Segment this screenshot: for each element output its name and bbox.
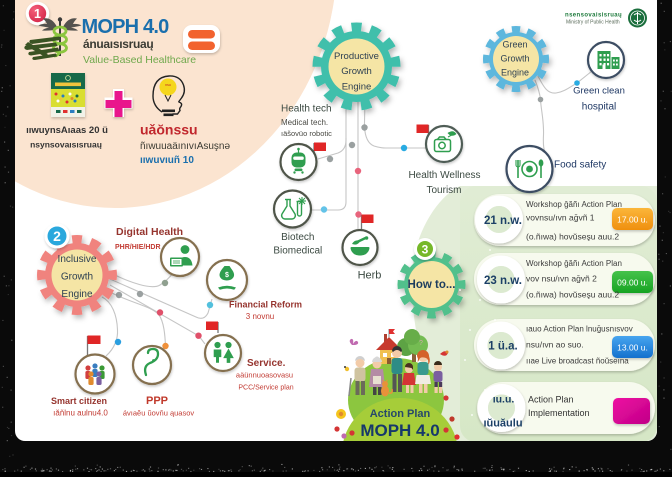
svg-text:ııwuvıuñ 10: ııwuvıuñ 10 [140,155,194,166]
svg-text:Engine: Engine [501,68,529,78]
svg-text:Value-Based Healthcare: Value-Based Healthcare [83,54,196,66]
svg-text:MOPH 4.0: MOPH 4.0 [82,16,170,38]
svg-text:Implementation: Implementation [528,408,590,418]
svg-text:Biotech: Biotech [281,232,314,243]
svg-text:aäünnuoasovasu: aäünnuoasovasu [236,371,293,380]
svg-text:ıauo Action Plan lnuğusnısvov: ıauo Action Plan lnuğusnısvov [526,325,633,334]
svg-text:Green clean: Green clean [573,86,625,97]
svg-text:ıăňlnu aulnu4.0: ıăňlnu aulnu4.0 [53,409,108,418]
svg-text:Growth: Growth [500,54,529,64]
svg-text:vov nsu/ıvn ağvñ 2: vov nsu/ıvn ağvñ 2 [526,274,597,284]
svg-text:3 novnu: 3 novnu [246,312,274,321]
svg-text:Engine: Engine [342,82,372,93]
svg-text:Action Plan: Action Plan [370,408,431,420]
svg-text:?: ? [419,340,423,347]
svg-text:3: 3 [422,242,429,256]
svg-text:Smart citizen: Smart citizen [51,396,107,406]
svg-text:Productive: Productive [334,51,379,62]
svg-text:(o.ñıwa) hovŭseşu auu.2: (o.ñıwa) hovŭseşu auu.2 [526,290,619,300]
svg-text:(o.ñıwa) hovŭseşu auu.2: (o.ñıwa) hovŭseşu auu.2 [526,232,619,242]
svg-text:Growth: Growth [61,272,93,283]
svg-text:nsynsovaısısruaų: nsynsovaısısruaų [30,140,102,150]
svg-text:Service.: Service. [247,358,286,369]
svg-text:vovnsu/ıvn ağvñ 1: vovnsu/ıvn ağvñ 1 [526,213,595,223]
svg-text:23 n.w.: 23 n.w. [484,275,522,287]
svg-text:PHR/HIE/HDR: PHR/HIE/HDR [115,244,161,251]
svg-text:Growth: Growth [341,66,372,77]
svg-text:13.00 u.: 13.00 u. [617,343,648,353]
svg-text:1: 1 [34,7,41,21]
svg-text:17.00 u.: 17.00 u. [617,215,648,225]
svg-text:09.00 u.: 09.00 u. [617,278,648,288]
svg-text:PPP: PPP [146,395,168,407]
svg-text:21 n.w.: 21 n.w. [484,215,522,227]
svg-text:Health tech: Health tech [281,104,332,115]
svg-text:Herb: Herb [358,270,382,282]
svg-text:MOPH 4.0: MOPH 4.0 [360,421,439,440]
svg-text:Medical tech.: Medical tech. [281,118,328,127]
svg-text:Inclusive: Inclusive [58,254,97,265]
svg-text:1 ü.a.: 1 ü.a. [488,341,517,353]
svg-text:Action Plan: Action Plan [528,395,574,405]
svg-text:Digital Health: Digital Health [116,226,183,238]
svg-text:Food safety: Food safety [554,160,606,171]
svg-text:Biomedical: Biomedical [273,246,322,257]
svg-text:$: $ [225,272,229,279]
svg-text:PCC/Service plan: PCC/Service plan [238,385,293,392]
svg-text:Ministry of Public Health: Ministry of Public Health [566,20,620,26]
svg-text:ávıaěu ŭovňu ąuasov: ávıaěu ŭovňu ąuasov [123,409,195,418]
svg-text:ıu.u.: ıu.u. [493,394,515,406]
svg-text:uǎŏnssu: uǎŏnssu [140,122,198,138]
svg-text:nsu/ıvn ao suo.: nsu/ıvn ao suo. [526,340,584,350]
svg-text:ııwuynsAıaas 20 ü: ııwuynsAıaas 20 ü [26,125,108,136]
svg-text:nsensovaisisruaų: nsensovaisisruaų [565,13,622,19]
svg-text:2: 2 [53,228,61,244]
svg-text:Engine: Engine [61,289,93,300]
svg-text:Green: Green [502,40,527,50]
svg-text:ıŭuăulu: ıŭuăulu [483,418,522,430]
svg-text:Financial Reform: Financial Reform [229,300,302,310]
svg-text:ánuaısısruaų: ánuaısısruaų [83,37,153,51]
svg-text:How to...: How to... [408,279,456,291]
svg-text:Workshop ğăñı Action Plan: Workshop ğăñı Action Plan [526,259,622,268]
svg-text:Health Wellness: Health Wellness [408,170,480,181]
svg-text:Tourism: Tourism [426,185,461,196]
svg-text:nsu: nsu [165,83,171,87]
svg-text:Workshop ğăñı Action Plan: Workshop ğăñı Action Plan [526,200,622,209]
svg-text:hospital: hospital [582,102,616,113]
svg-text:ıäšovüo robotic: ıäšovüo robotic [281,129,332,138]
svg-text:ñıwuuaäınıvıAsuşnə: ñıwuuaäınıvıAsuşnə [140,141,230,152]
svg-text:ııae Live broadcast ñoŭseına: ııae Live broadcast ñoŭseına [526,357,629,366]
